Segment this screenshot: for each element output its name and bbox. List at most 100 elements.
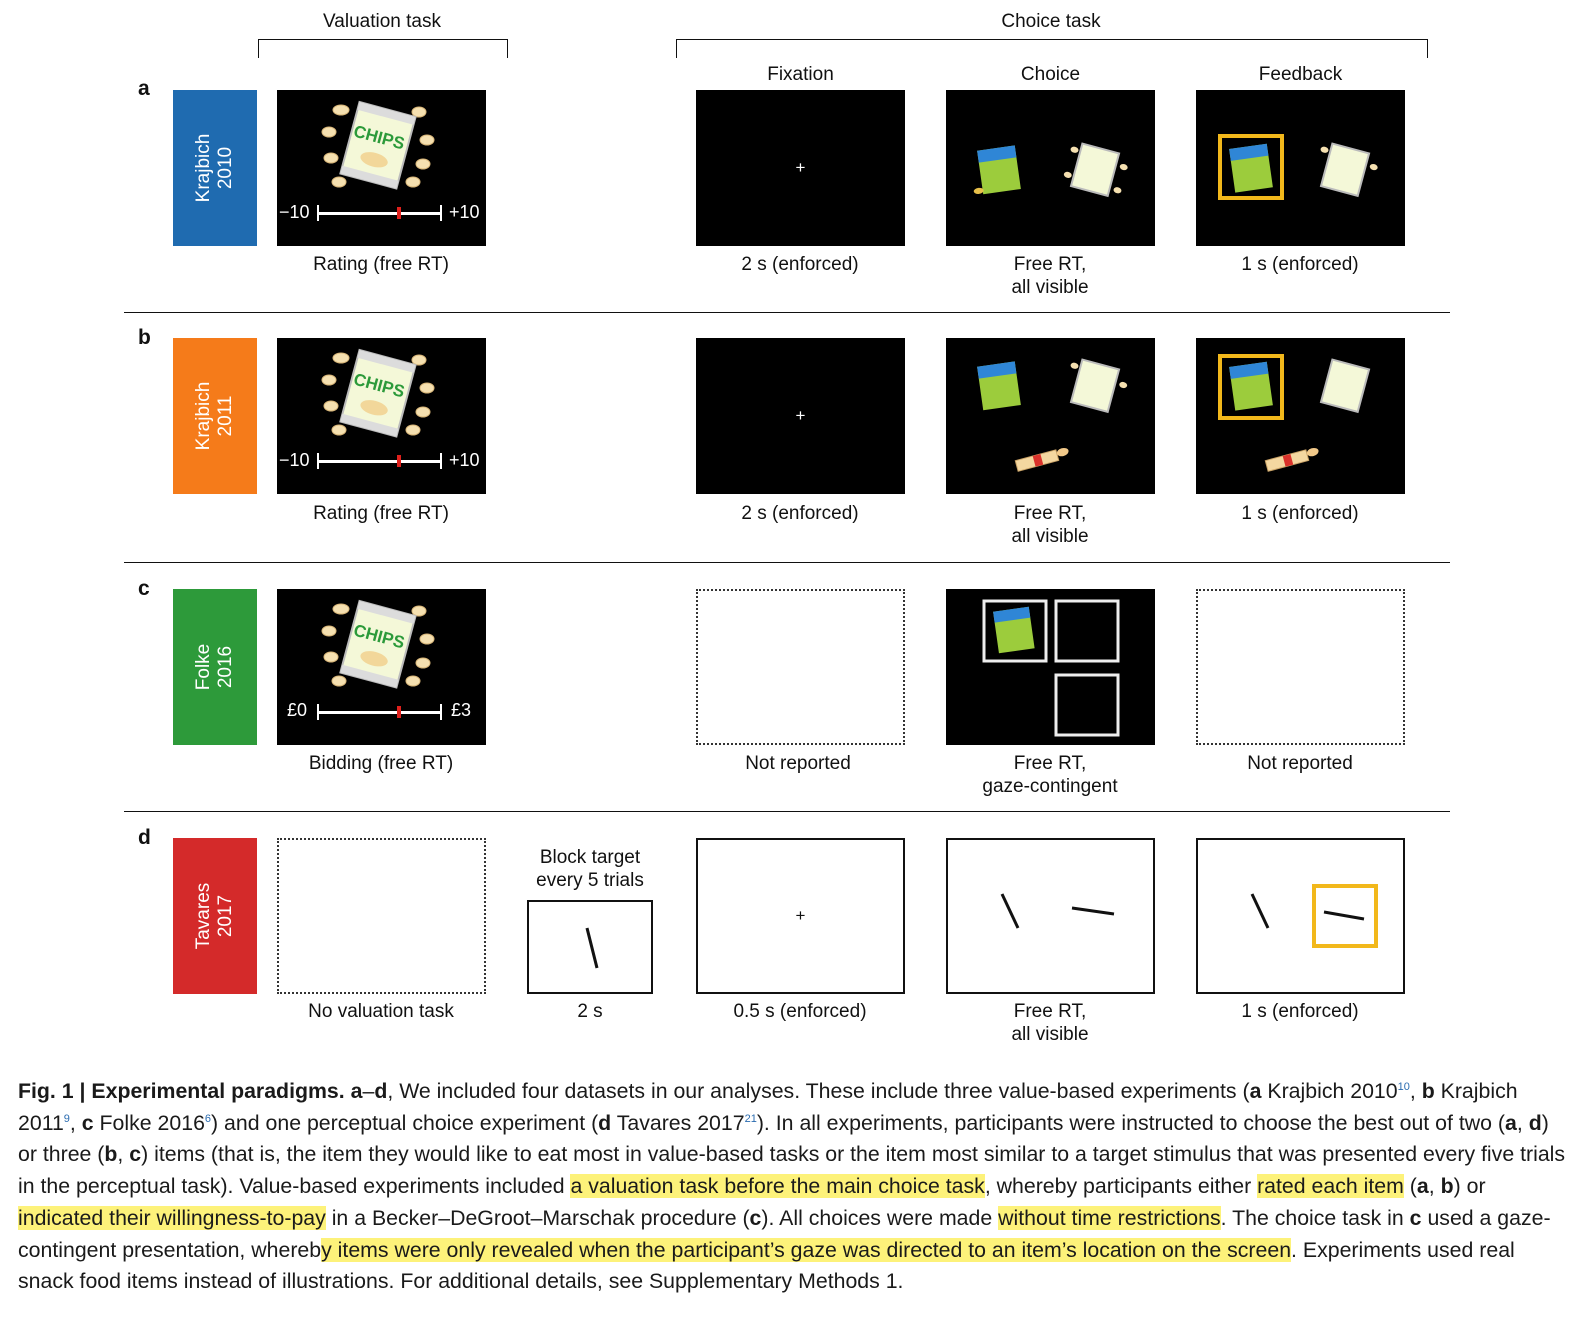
dataset-name: Krajbich — [193, 133, 214, 203]
dataset-year: 2017 — [215, 894, 236, 938]
snack-bag-item — [973, 145, 1021, 195]
figure-caption: Fig. 1 | Experimental paradigms. a–d, We… — [18, 1079, 1566, 1294]
citation-ref[interactable]: 21 — [744, 1112, 757, 1125]
rating-scale-bar — [317, 460, 441, 463]
valuation-caption-c: Bidding (free RT) — [308, 753, 454, 774]
highlight: without time restrictions — [998, 1205, 1221, 1230]
hidden-item-box — [1054, 673, 1120, 737]
snack-bar-item — [1014, 447, 1069, 472]
dataset-name: Krajbich — [193, 381, 214, 451]
chips-bag-illustration — [321, 348, 435, 438]
highlight: rated each item — [1257, 1174, 1404, 1199]
row-separator — [124, 562, 1450, 563]
highlight: a valuation task before the main choice … — [570, 1174, 985, 1199]
valuation-task-bracket — [258, 39, 508, 58]
selection-highlight-box — [1218, 354, 1284, 420]
fixation-cross: + — [795, 158, 806, 177]
scale-max-label: +10 — [449, 450, 480, 470]
scale-min-label: −10 — [279, 450, 310, 470]
valuation-caption-d: No valuation task — [308, 1001, 454, 1022]
citation-ref[interactable]: 6 — [204, 1112, 212, 1125]
scale-tick-right — [440, 205, 442, 221]
choice-screen-d — [946, 838, 1155, 994]
dataset-year: 2011 — [215, 395, 236, 437]
target-line-stimulus — [585, 927, 599, 969]
citation-ref[interactable]: 10 — [1397, 1080, 1410, 1093]
chips-bag-illustration — [321, 599, 435, 689]
row-separator — [124, 312, 1450, 313]
feedback-screen-c — [1196, 589, 1405, 745]
highlight: indicated their willingness-to-pay — [18, 1205, 326, 1230]
row-label-b: b — [138, 326, 151, 349]
hidden-item-box — [1054, 599, 1120, 663]
feedback-screen-b — [1196, 338, 1405, 494]
choice-caption-a: Free RT,all visible — [1011, 254, 1089, 298]
feedback-caption-b: 1 s (enforced) — [1241, 503, 1359, 524]
feedback-screen-a — [1196, 90, 1405, 246]
selection-highlight-box — [1218, 134, 1284, 200]
dataset-year: 2010 — [215, 146, 236, 190]
citation-ref[interactable]: 9 — [63, 1112, 70, 1125]
fixation-caption-c: Not reported — [745, 753, 851, 774]
row-label-a: a — [138, 77, 150, 100]
fixation-cross: + — [795, 906, 806, 925]
highlight: y items were only revealed when the part… — [321, 1237, 1292, 1262]
fixation-screen-d: + — [696, 838, 905, 994]
line-stimulus-left — [1000, 893, 1020, 929]
fixation-screen-c — [696, 589, 905, 745]
choice-caption-b: Free RT,all visible — [1011, 503, 1089, 547]
chips-bag-item — [1063, 142, 1128, 198]
feedback-caption-a: 1 s (enforced) — [1241, 254, 1359, 275]
scale-max-label: +10 — [449, 202, 480, 222]
row-separator — [124, 811, 1450, 812]
scale-tick-left — [317, 453, 319, 469]
fixation-caption-b: 2 s (enforced) — [741, 503, 859, 524]
valuation-screen-a: CHIPS −10 +10 — [277, 90, 486, 246]
chips-bag-illustration — [321, 100, 435, 190]
choice-task-header: Choice task — [1001, 11, 1101, 32]
dataset-name: Tavares — [193, 882, 214, 950]
figure-label: Fig. 1 | Experimental paradigms. — [18, 1079, 345, 1103]
selection-highlight-box — [1312, 884, 1378, 948]
scale-marker — [397, 207, 401, 219]
dataset-year: 2016 — [215, 645, 236, 689]
choice-caption-d: Free RT,all visible — [1011, 1001, 1089, 1045]
choice-task-bracket — [676, 39, 1428, 58]
valuation-task-header: Valuation task — [323, 11, 441, 32]
scale-min-label: £0 — [287, 700, 308, 720]
scale-marker — [397, 455, 401, 467]
feedback-caption-c: Not reported — [1247, 753, 1353, 774]
choice-screen-b — [946, 338, 1155, 494]
choice-caption-c: Free RT,gaze-contingent — [982, 753, 1118, 797]
line-stimulus-right — [1323, 910, 1365, 921]
line-stimulus-left — [1250, 893, 1270, 929]
row-label-d: d — [138, 826, 151, 849]
fixation-caption-a: 2 s (enforced) — [741, 254, 859, 275]
fixation-screen-a: + — [696, 90, 905, 246]
choice-header: Choice — [1020, 64, 1081, 85]
choice-screen-c — [946, 589, 1155, 745]
row-label-c: c — [138, 577, 150, 600]
bidding-scale-bar — [317, 711, 441, 714]
block-target-screen — [527, 900, 653, 994]
valuation-screen-c: CHIPS £0 £3 — [277, 589, 486, 745]
fixation-screen-b: + — [696, 338, 905, 494]
line-stimulus-right — [1071, 906, 1115, 916]
valuation-screen-d — [277, 838, 486, 994]
scale-max-label: £3 — [451, 700, 472, 720]
block-target-caption: 2 s — [577, 1001, 603, 1022]
scale-tick-left — [317, 205, 319, 221]
fixation-header: Fixation — [767, 64, 834, 85]
valuation-caption-a: Rating (free RT) — [313, 254, 449, 275]
scale-tick-left — [317, 704, 319, 720]
valuation-caption-b: Rating (free RT) — [313, 503, 449, 524]
rating-scale-bar — [317, 212, 441, 215]
feedback-screen-d — [1196, 838, 1405, 994]
scale-tick-right — [440, 453, 442, 469]
scale-min-label: −10 — [279, 202, 310, 222]
